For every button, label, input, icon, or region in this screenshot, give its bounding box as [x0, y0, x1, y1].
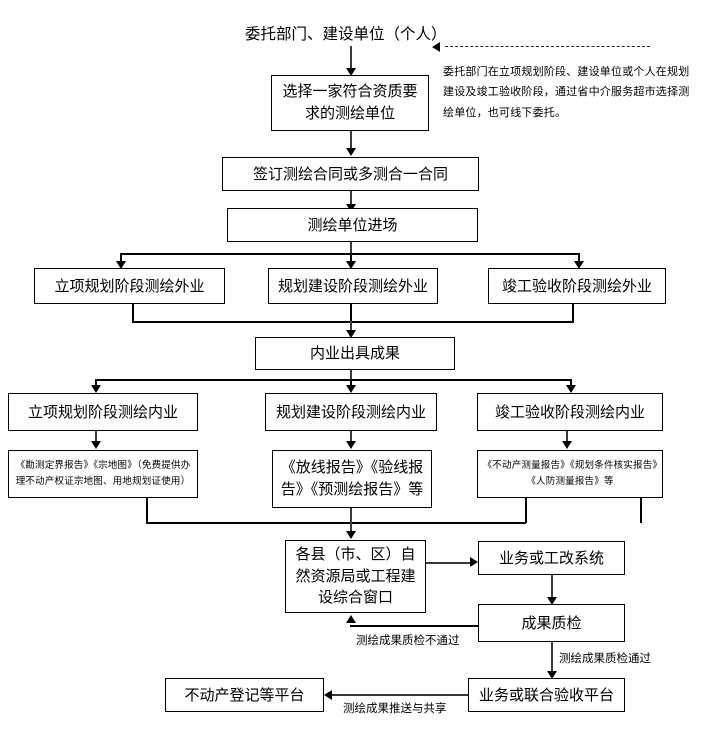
arrow-to-field-construction: [346, 261, 356, 269]
line-joint-to-registration: [332, 694, 470, 696]
arrow-county-to-system: [470, 557, 478, 567]
line-office-construction-to-result: [350, 431, 352, 446]
line-field-right-drop: [578, 253, 580, 265]
label-check-pass: 测绘成果质检通过: [558, 650, 652, 666]
node-office-construction[interactable]: 规划建设阶段测绘内业: [265, 393, 437, 431]
line-sign-to-enter: [350, 191, 352, 209]
dashed-feedback-line: [445, 46, 650, 47]
node-sign-contract[interactable]: 签订测绘合同或多测合一合同: [222, 157, 479, 191]
diagram-title: 委托部门、建设单位（个人）: [245, 25, 447, 43]
line-office-left-drop: [95, 379, 97, 389]
node-field-construction[interactable]: 规划建设阶段测绘外业: [268, 268, 438, 304]
node-field-acceptance[interactable]: 竣工验收阶段测绘外业: [488, 268, 666, 304]
line-office-right-drop: [570, 379, 572, 389]
arrow-merge-to-output: [346, 330, 356, 338]
line-office-mid-drop: [350, 379, 352, 389]
arrow-check-to-joint: [547, 671, 557, 679]
line-check-fail-riser: [350, 625, 352, 626]
arrow-to-office-acceptance: [566, 385, 576, 393]
line-office-split-bus: [95, 379, 570, 381]
line-field-left-drop: [120, 253, 122, 265]
node-result-construction[interactable]: 《放线报告》《验线报告》《预测绘报告》等: [272, 450, 432, 508]
line-system-to-check: [551, 575, 553, 603]
node-office-acceptance[interactable]: 竣工验收阶段测绘内业: [477, 393, 663, 431]
node-result-acceptance[interactable]: 《不动产测量报告》《规划条件核实报告》《人防测量报告》等: [477, 450, 663, 498]
arrow-office-project-to-result: [91, 441, 101, 449]
process-note: 委托部门在立项规划阶段、建设单位或个人在规划建设及竣工验收阶段，通过省中介服务超…: [443, 65, 690, 119]
node-business-system[interactable]: 业务或工改系统: [478, 541, 625, 575]
arrow-system-to-check: [547, 597, 557, 605]
line-county-to-system: [426, 562, 474, 564]
node-result-project[interactable]: 《勘测定界报告》《宗地图》（免费提供办理不动产权证宗地图、用地规划证使用）: [8, 450, 198, 498]
arrow-check-fail-to-county: [346, 615, 356, 623]
arrow-to-office-construction: [346, 385, 356, 393]
line-check-to-joint: [551, 642, 553, 680]
arrow-office-acceptance-to-result: [562, 441, 572, 449]
line-check-fail-back: [350, 625, 478, 627]
line-field-project-down: [132, 304, 134, 322]
arrow-to-field-acceptance: [574, 261, 584, 269]
arrow-title-to-select: [346, 68, 356, 76]
line-result-acceptance-down: [525, 498, 527, 523]
label-check-fail: 测绘成果质检不通过: [355, 632, 461, 648]
node-field-project[interactable]: 立项规划阶段测绘外业: [34, 268, 225, 304]
line-result-project-down: [146, 498, 148, 523]
node-select-unit[interactable]: 选择一家符合资质要求的测绘单位: [271, 75, 429, 131]
node-office-output[interactable]: 内业出具成果: [255, 337, 455, 370]
arrow-select-to-sign: [346, 148, 356, 156]
dashed-feedback-arrowhead: [432, 42, 440, 52]
line-field-construction-down: [350, 304, 352, 322]
node-registration-platform[interactable]: 不动产登记等平台: [165, 678, 324, 712]
node-quality-check[interactable]: 成果质检: [478, 604, 625, 642]
line-office-project-to-result: [95, 431, 97, 446]
arrow-to-county-bureau: [346, 531, 356, 539]
arrow-to-office-project: [91, 385, 101, 393]
node-joint-platform[interactable]: 业务或联合验收平台: [468, 678, 625, 712]
node-county-bureau[interactable]: 各县（市、区）自然资源局或工程建设综合窗口: [285, 540, 426, 613]
label-push-share: 测绘成果推送与共享: [342, 700, 448, 716]
line-office-acceptance-to-result: [566, 431, 568, 446]
line-select-to-sign: [350, 131, 352, 153]
line-field-mid-drop: [350, 253, 352, 265]
line-field-merge-bus: [132, 321, 574, 323]
arrow-joint-to-registration: [324, 690, 332, 700]
line-result-acceptance-down-right: [640, 498, 642, 523]
node-office-project[interactable]: 立项规划阶段测绘内业: [8, 393, 198, 431]
arrow-to-field-project: [116, 261, 126, 269]
node-unit-enter[interactable]: 测绘单位进场: [227, 208, 478, 242]
line-merge-to-output: [350, 321, 352, 335]
line-result-merge-bus: [146, 522, 526, 524]
line-field-acceptance-down: [572, 304, 574, 322]
arrow-office-construction-to-result: [346, 441, 356, 449]
line-enter-down: [350, 242, 352, 254]
line-output-down: [350, 370, 352, 380]
line-title-to-select: [350, 46, 352, 72]
line-result-construction-down: [350, 508, 352, 536]
